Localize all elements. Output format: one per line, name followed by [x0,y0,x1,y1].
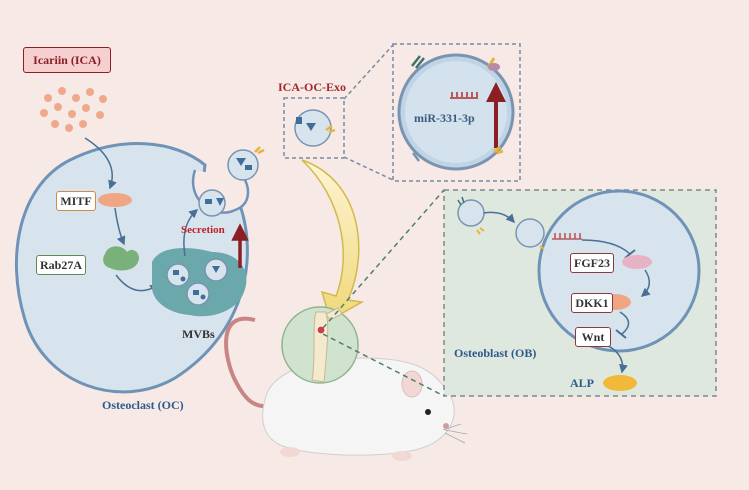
icariin-molecules [40,87,107,132]
icariin-label: Icariin (ICA) [23,47,111,73]
mvbs-label: MVBs [182,327,215,341]
delivery-arrow [301,159,365,322]
osteoblast-cell [537,189,701,353]
mirna-label: miR-331-3p [414,111,475,125]
fgf23-label: FGF23 [570,253,614,273]
dkk1-label: DKK1 [571,293,613,313]
osteoblast-label: Osteoblast (OB) [454,346,537,360]
mitf-protein [98,193,132,207]
mvb-cluster [151,248,247,317]
secretion-label: Secretion [181,224,225,236]
mirna-strand [450,92,478,99]
rab27a-label: Rab27A [36,255,86,275]
wnt-label: Wnt [575,327,611,347]
mitf-label: MITF [56,191,96,211]
osteoclast-label: Osteoclast (OC) [102,398,184,412]
alp-enzyme [603,375,637,391]
ica-oc-exo-label: ICA-OC-Exo [278,80,346,94]
alp-label: ALP [570,376,594,390]
rab27a-protein [103,246,139,271]
